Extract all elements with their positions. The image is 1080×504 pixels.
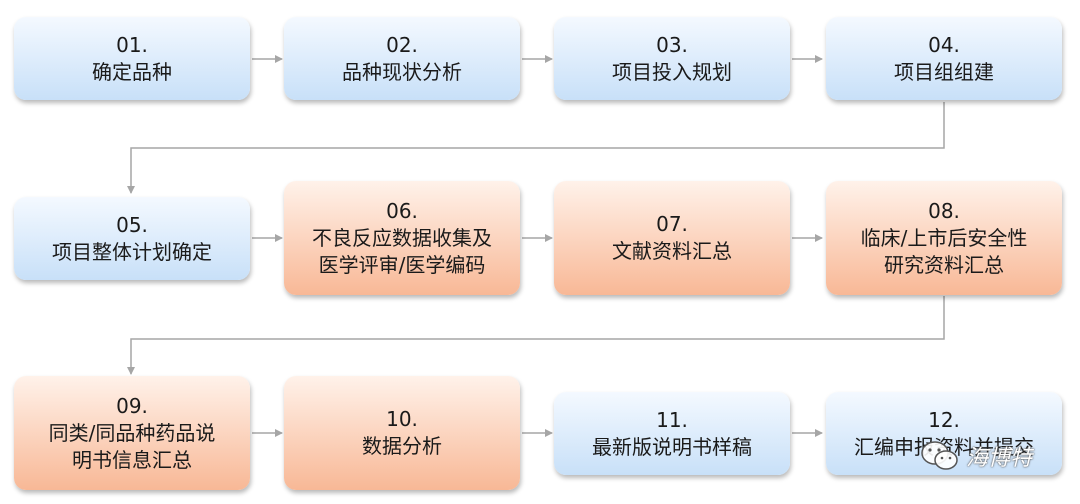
step-box-06: 06. 不良反应数据收集及 医学评审/医学编码 [284,181,520,295]
step-label: 项目组组建 [894,59,994,84]
watermark: 海博特 [920,436,1052,476]
step-label: 文献资料汇总 [612,239,732,263]
step-box-10: 10. 数据分析 [284,376,520,490]
step-number: 02. [386,32,418,57]
step-number: 07. [656,212,688,236]
watermark-text: 海博特 [966,446,1033,471]
step-label: 品种现状分析 [342,59,462,84]
arrow-04-05 [127,102,945,194]
wechat-icon [921,441,958,470]
step-number: 06. [386,198,418,223]
step-box-03: 03. 项目投入规划 [554,17,790,100]
step-number: 05. [116,212,148,237]
step-box-02: 02. 品种现状分析 [284,17,520,100]
step-number: 09. [116,393,148,418]
step-label: 最新版说明书样稿 [592,434,752,459]
step-number: 08. [928,198,960,223]
step-box-01: 01. 确定品种 [14,17,250,100]
step-number: 10. [386,407,418,431]
step-number: 04. [928,32,960,57]
step-label: 同类/同品种药品说 明书信息汇总 [48,420,216,472]
step-number: 03. [656,32,688,57]
step-label: 不良反应数据收集及 医学评审/医学编码 [312,225,492,277]
step-box-05: 05. 项目整体计划确定 [14,197,250,280]
arrow-08-09 [127,296,945,375]
step-label: 确定品种 [92,59,172,84]
step-label: 项目投入规划 [612,59,732,84]
step-label: 数据分析 [362,434,442,458]
step-label: 临床/上市后安全性 研究资料汇总 [860,225,1028,277]
step-number: 11. [656,407,688,432]
step-box-07: 07. 文献资料汇总 [554,181,790,295]
step-box-08: 08. 临床/上市后安全性 研究资料汇总 [826,181,1062,295]
step-box-11: 11. 最新版说明书样稿 [554,392,790,475]
step-box-09: 09. 同类/同品种药品说 明书信息汇总 [14,376,250,490]
step-number: 12. [928,407,960,432]
step-number: 01. [116,32,148,57]
step-box-04: 04. 项目组组建 [826,17,1062,100]
step-label: 项目整体计划确定 [52,239,212,264]
